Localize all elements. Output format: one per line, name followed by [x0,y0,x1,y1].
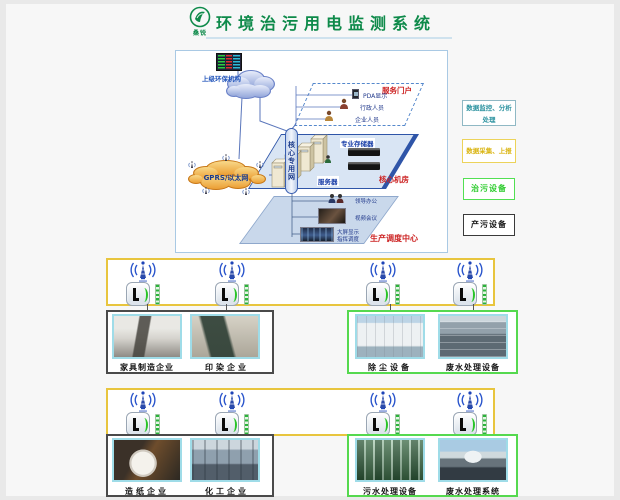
admin-staff-label: 行政人员 [360,105,385,112]
dispatch-center-title: 生产调度中心 [370,234,418,243]
collector-unit [210,390,254,436]
command-dispatch-label: 指挥调度 [337,237,360,243]
power-meter-icon [213,282,251,306]
legend-collect: 数据采集、上报 [462,139,516,163]
core-network-bar: 核心专用网 [285,128,298,194]
antenna-icon [370,390,396,412]
site-caption: 废水处理设备 [446,363,500,372]
collector-unit [121,390,165,436]
legend-produce: 产污设备 [463,214,515,236]
antenna-icon [457,390,483,412]
video-conference-image [318,208,346,224]
mini-antenna-icon [242,187,250,196]
storage-label: 专业存储器 [340,138,375,148]
legend-monitor: 数据监控、分析 处理 [462,100,516,126]
power-meter-icon [364,412,402,436]
video-conference-label: 视频会议 [355,216,378,222]
logo-caption: 桑锐 [192,30,207,37]
antenna-icon [130,260,156,282]
big-screen-label: 大屏显示 [337,230,360,236]
power-meter-icon [451,412,489,436]
collector-unit [361,260,405,306]
antenna-icon [370,260,396,282]
title-underline [206,37,452,39]
site-photo [112,438,182,482]
site-photo [438,438,508,482]
collector-unit [448,390,492,436]
meter-link [473,304,474,314]
leader-office-label: 领导办公 [355,199,378,205]
epa-server-rack-icon [216,53,242,71]
antenna-icon [457,260,483,282]
pda-label: PDA显示 [363,93,388,100]
collector-box-row2 [106,388,495,436]
site-caption: 家具制造企业 [120,363,174,372]
site-photo [355,314,425,359]
content-area: 桑锐 环境治污用电监测系统 [6,4,614,497]
legend-monitor-line2: 处理 [482,115,496,124]
logo-icon [189,6,211,28]
architecture-diagram: 上级环保机构 服务门户 PDA显示 行政人员 企业人员 核心专用网 专业存储器 … [175,50,448,253]
site-photo [190,438,260,482]
collector-unit [121,260,165,306]
big-screen-image [300,227,334,242]
collector-box-row1 [106,258,495,306]
legend-monitor-line1: 数据监控、分析 [466,104,512,112]
collector-unit [210,260,254,306]
site-caption: 污水处理设备 [363,487,417,496]
antenna-icon [219,390,245,412]
site-caption: 废水处理系统 [446,487,500,496]
site-caption: 除尘设备 [368,363,412,372]
power-meter-icon [213,412,251,436]
site-photo [355,438,425,482]
power-meter-icon [451,282,489,306]
power-meter-icon [124,412,162,436]
meter-link [390,304,391,314]
site-photo [190,314,260,359]
storage-device-icon [348,148,380,156]
collector-unit [448,260,492,306]
legend-treat: 治污设备 [463,178,515,200]
gprs-cloud-label: GPRS/以太网 [203,174,249,182]
site-photo [438,314,508,359]
core-network-label: 核心专用网 [287,141,296,181]
company-logo: 桑锐 [185,6,215,40]
site-photo [112,314,182,359]
power-meter-icon [364,282,402,306]
site-caption: 化工企业 [205,487,249,496]
site-caption: 造纸企业 [125,487,169,496]
enterprise-staff-label: 企业人员 [355,117,380,124]
upper-org-label: 上级环保机构 [202,75,241,83]
storage-device-icon [348,162,380,170]
mini-antenna-icon [202,186,210,195]
mini-antenna-icon [188,160,196,169]
antenna-icon [219,260,245,282]
mini-antenna-icon [222,153,230,162]
service-portal-title: 服务门户 [382,86,412,95]
meter-link [226,304,227,314]
page-title: 环境治污用电监测系统 [216,10,437,38]
meter-link [147,304,148,314]
core-room-title: 核心机房 [379,175,409,184]
pda-icon [352,89,359,99]
site-caption: 印染企业 [205,363,249,372]
servers-label: 服务器 [317,176,339,186]
antenna-icon [130,390,156,412]
collector-unit [361,390,405,436]
power-meter-icon [124,282,162,306]
